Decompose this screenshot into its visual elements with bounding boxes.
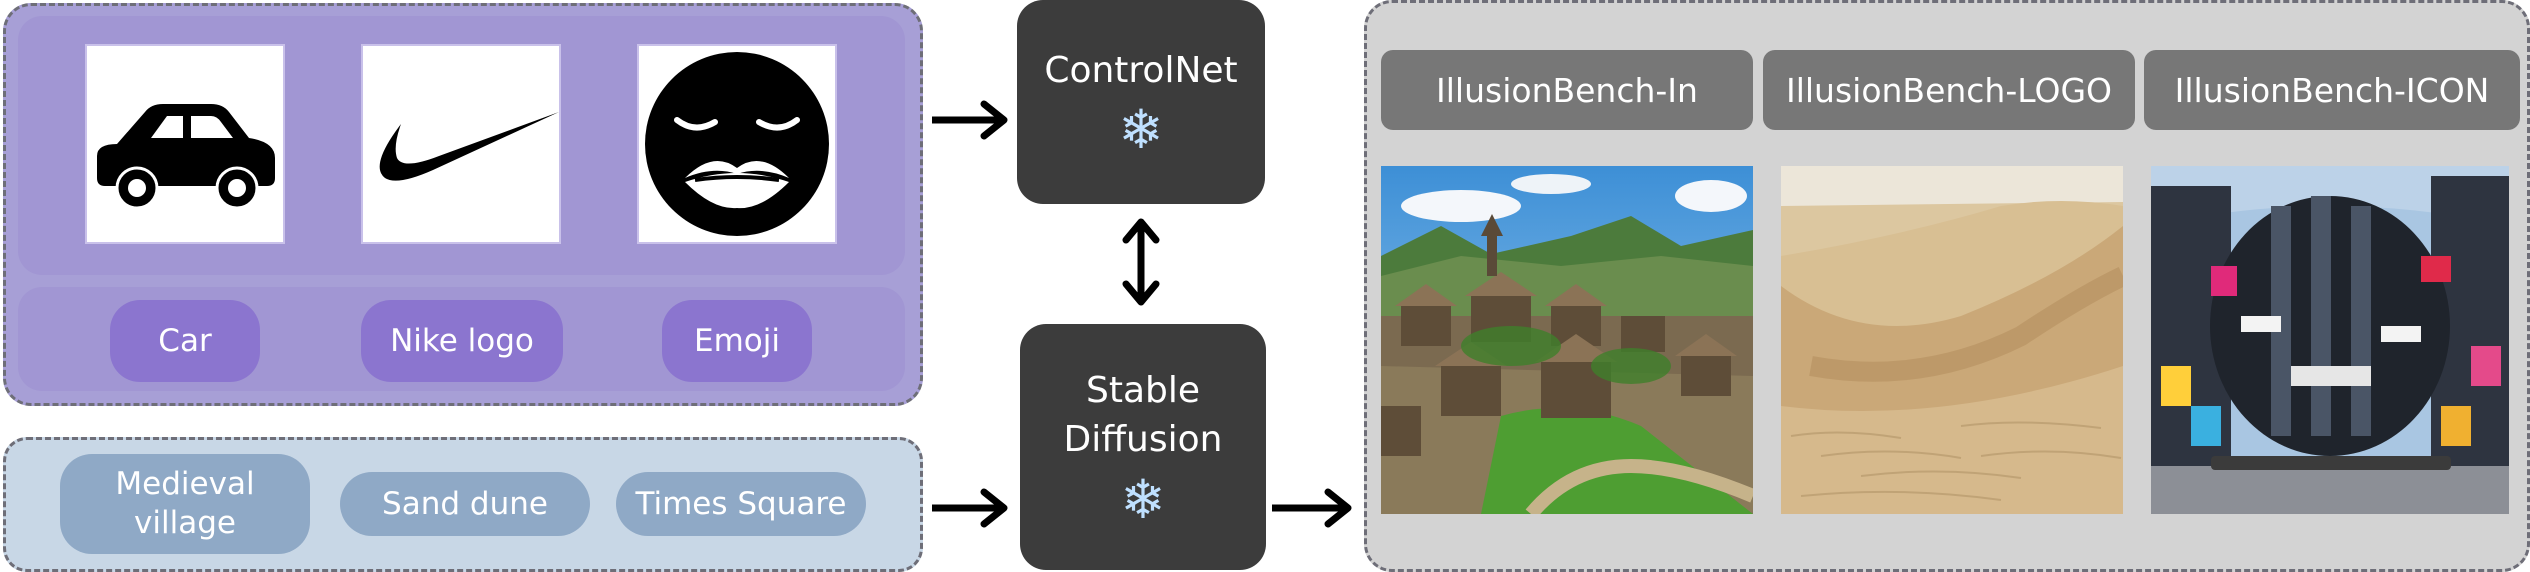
scene-label-text: Medieval village [115, 466, 255, 541]
shape-label-nike-logo: Nike logo [361, 300, 563, 382]
arrow-scenes-to-stable-diffusion [932, 488, 1008, 528]
sand-dune-nike-illusion-image [1781, 166, 2123, 514]
tab-illusionbench-icon: IllusionBench-ICON [2144, 50, 2520, 130]
tab-illusionbench-logo: IllusionBench-LOGO [1763, 50, 2135, 130]
stable-diffusion-box: Stable Diffusion ❄ [1020, 324, 1266, 570]
arrow-shapes-to-controlnet [932, 100, 1008, 140]
tab-illusionbench-in: IllusionBench-In [1381, 50, 1753, 130]
nike-logo-image [361, 44, 561, 244]
scene-label-times-square: Times Square [616, 472, 866, 536]
stable-diffusion-label-line2: Diffusion [1063, 419, 1223, 460]
shape-label-car: Car [110, 300, 260, 382]
emoji-face-icon [645, 52, 829, 236]
shape-label-emoji: Emoji [662, 300, 812, 382]
controlnet-box: ControlNet ❄ [1017, 0, 1265, 204]
emoji-image [637, 44, 837, 244]
snowflake-icon: ❄ [1118, 98, 1164, 162]
arrow-controlnet-stable-diffusion [1122, 218, 1160, 306]
snowflake-icon: ❄ [1120, 467, 1166, 531]
scene-label-medieval-village: Medieval village [60, 454, 310, 554]
stable-diffusion-label-line1: Stable [1085, 370, 1201, 412]
controlnet-label: ControlNet [1044, 49, 1238, 91]
arrow-stable-diffusion-to-outputs [1272, 488, 1352, 528]
nike-swoosh-icon [379, 112, 559, 181]
scene-label-sand-dune: Sand dune [340, 472, 590, 536]
car-image [85, 44, 285, 244]
times-square-emoji-illusion-image [2151, 166, 2509, 514]
medieval-village-car-illusion-image [1381, 166, 1753, 514]
car-icon [97, 104, 275, 210]
